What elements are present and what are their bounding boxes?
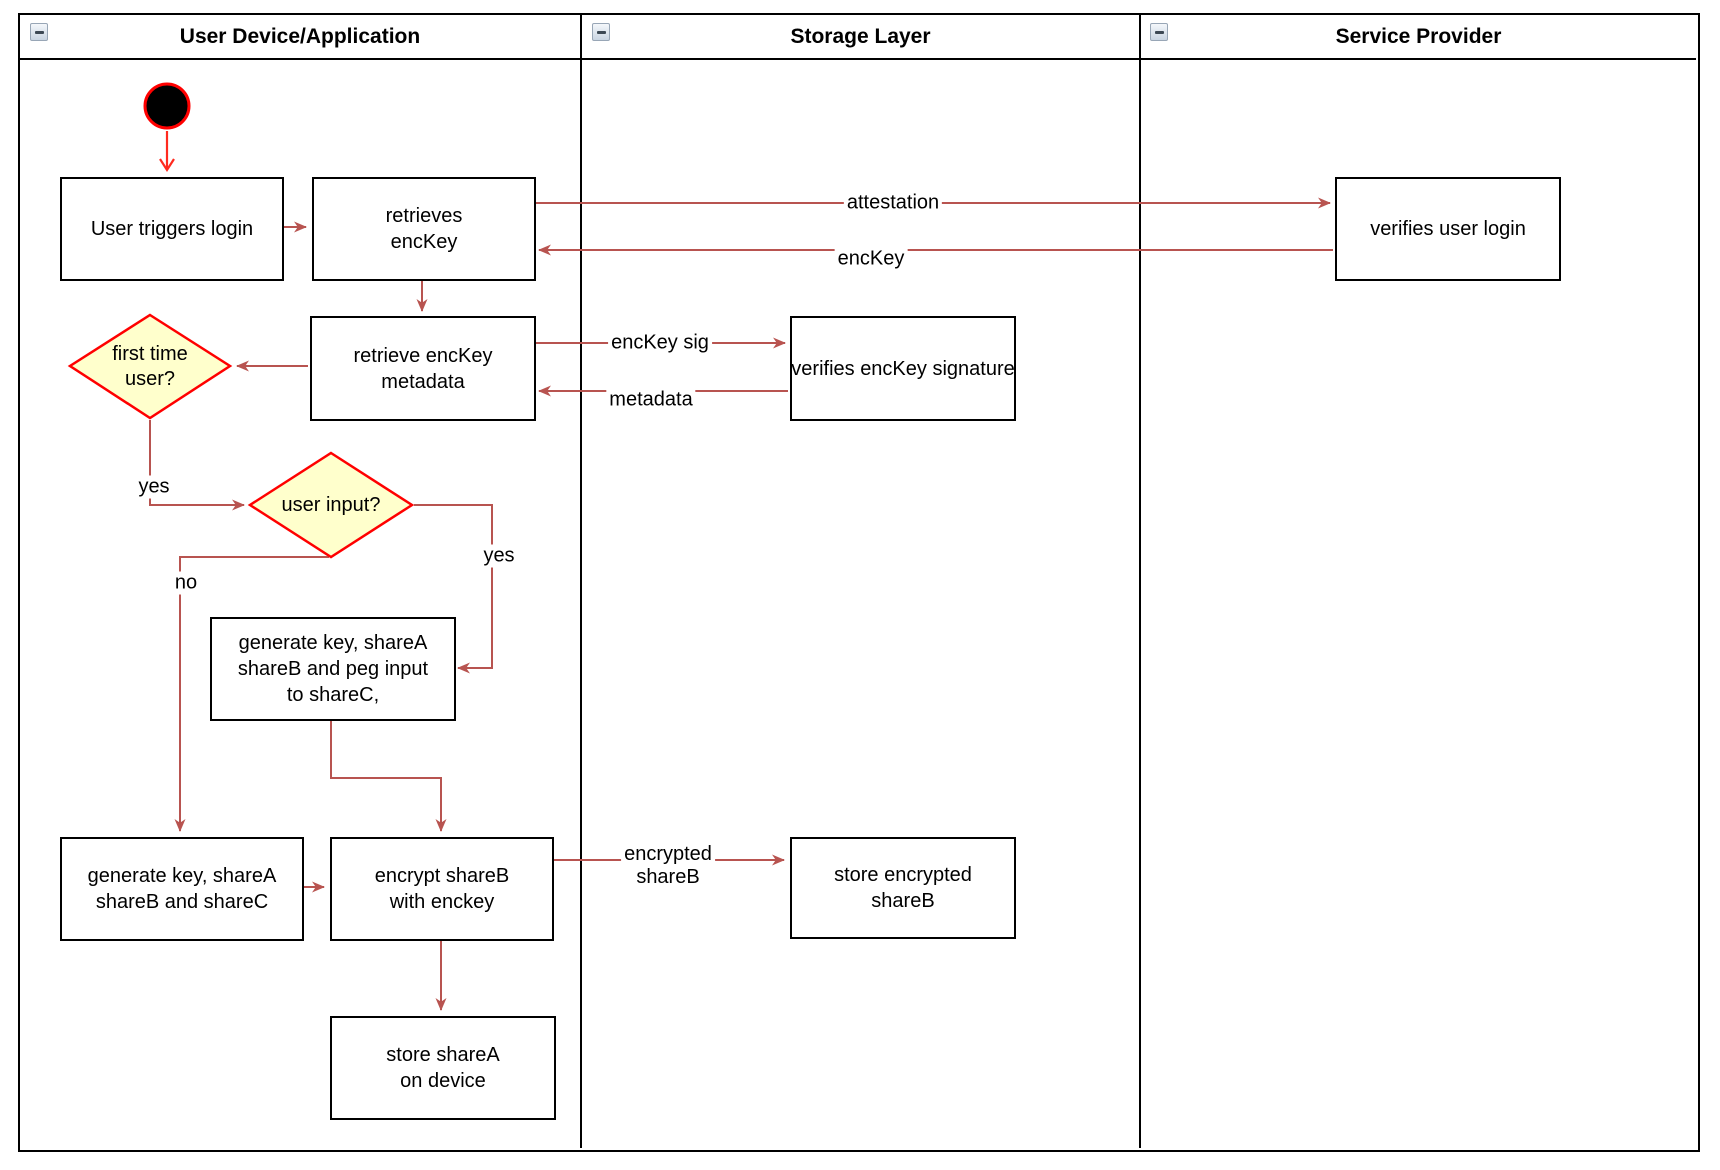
node-verifies-enckey-signature[interactable]: verifies encKey signature <box>790 316 1016 421</box>
node-retrieve-enckey-metadata[interactable]: retrieve encKey metadata <box>310 316 536 421</box>
lane-title: Service Provider <box>1335 24 1502 48</box>
node-generate-peg-input[interactable]: generate key, shareA shareB and peg inpu… <box>210 617 456 721</box>
node-store-encrypted-shareb[interactable]: store encrypted shareB <box>790 837 1016 939</box>
decision-first-time-user[interactable] <box>67 313 233 420</box>
decision-user-input[interactable] <box>247 451 415 559</box>
node-encrypt-shareb[interactable]: encrypt shareB with enckey <box>330 837 554 941</box>
edge-userinput-no[interactable] <box>174 556 329 832</box>
edge-label-yes-first-time[interactable]: yes <box>135 475 173 499</box>
lane-header-storage-layer[interactable]: Storage Layer <box>582 15 1139 60</box>
lane-divider-1 <box>580 15 582 1148</box>
lane-header-service-provider[interactable]: Service Provider <box>1141 15 1696 60</box>
collapse-icon[interactable] <box>1150 23 1168 41</box>
edge-label-metadata[interactable]: metadata <box>606 388 696 412</box>
lane-title: User Device/Application <box>179 24 421 48</box>
node-store-sharea[interactable]: store shareA on device <box>330 1016 556 1120</box>
lane-title: Storage Layer <box>790 24 931 48</box>
lane-divider-2 <box>1139 15 1141 1148</box>
edge-userinput-yes[interactable] <box>414 504 493 674</box>
collapse-icon[interactable] <box>592 23 610 41</box>
node-generate-sharec[interactable]: generate key, shareA shareB and shareC <box>60 837 304 941</box>
node-user-triggers-login[interactable]: User triggers login <box>60 177 284 281</box>
edge-label-enckey[interactable]: encKey <box>834 247 908 271</box>
edge-label-enckey-sig[interactable]: encKey sig <box>608 331 712 355</box>
edge-firsttime-yes[interactable] <box>149 420 245 511</box>
edge-label-encrypted-shareb[interactable]: encrypted shareB <box>621 843 715 889</box>
start-node[interactable] <box>143 82 191 130</box>
edge-label-attestation[interactable]: attestation <box>843 191 943 215</box>
edge-label-no-user-input[interactable]: no <box>171 571 201 595</box>
node-verifies-user-login[interactable]: verifies user login <box>1335 177 1561 281</box>
edge-label-yes-user-input[interactable]: yes <box>480 544 518 568</box>
edge-peg-to-encrypt[interactable] <box>330 719 447 832</box>
lane-header-user-device[interactable]: User Device/Application <box>20 15 580 60</box>
node-retrieves-enckey[interactable]: retrieves encKey <box>312 177 536 281</box>
collapse-icon[interactable] <box>30 23 48 41</box>
